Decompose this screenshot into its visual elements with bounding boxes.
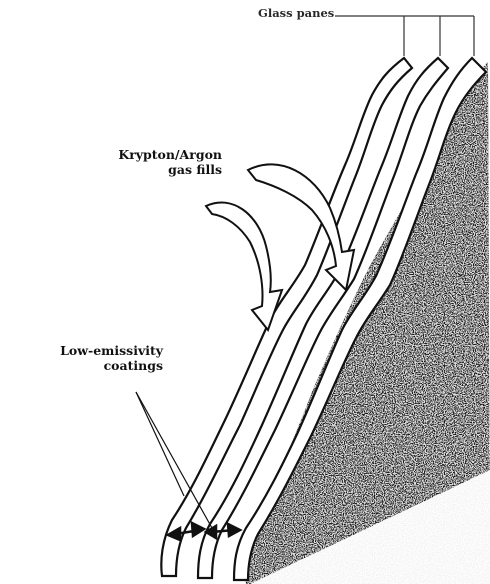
low-e-label-line-2: coatings (60, 358, 163, 373)
gas-fills-label-line-1: Krypton/Argon (118, 147, 222, 162)
low-e-label-line-1: Low-emissivity (60, 343, 163, 358)
low-e-leader (136, 392, 212, 528)
low-e-label: Low-emissivity coatings (60, 343, 163, 373)
gas-fill-arrow-left (206, 202, 282, 330)
glass-panes-leader (335, 16, 474, 56)
gas-fills-label-line-2: gas fills (118, 162, 222, 177)
glass-panes-label: Glass panes (258, 6, 334, 21)
gas-fills-label: Krypton/Argon gas fills (118, 147, 222, 177)
